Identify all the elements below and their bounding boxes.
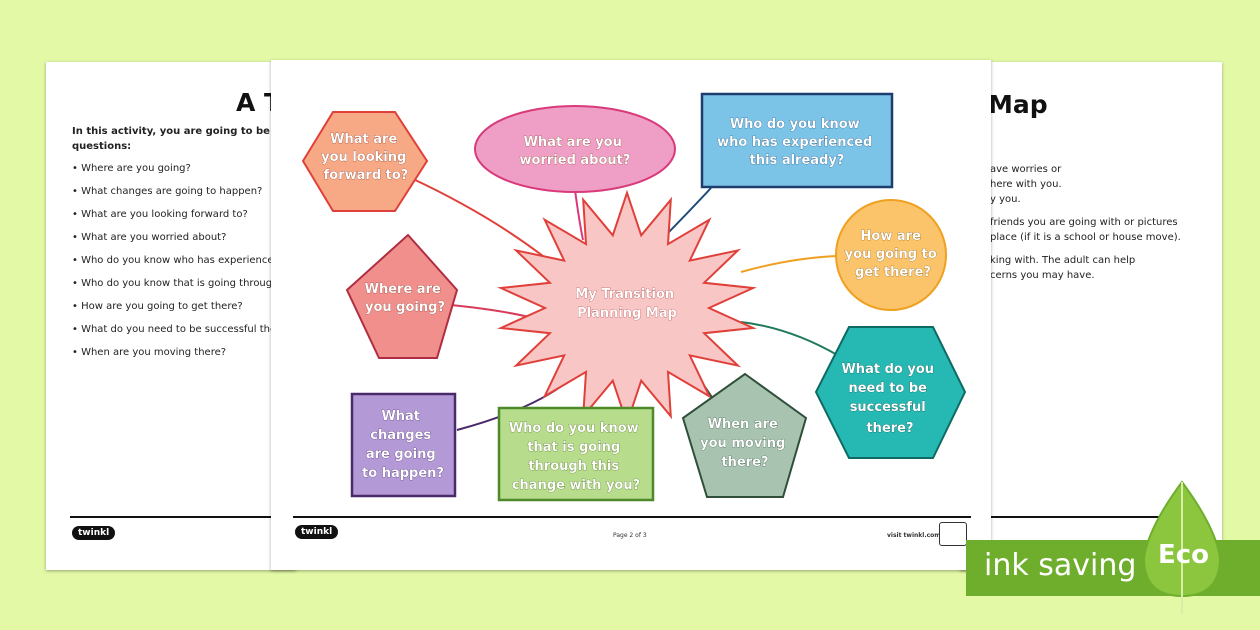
question-list: Where are you going? What changes are go… — [72, 162, 286, 369]
text-line: cerns you may have. — [990, 270, 1095, 281]
where-pentagon — [345, 233, 459, 359]
where-label: Where are you going? — [365, 282, 446, 315]
quality-badge-icon — [939, 522, 967, 546]
worried-label: What are you worried about? — [520, 135, 631, 168]
text-line: ave worries or — [990, 164, 1062, 175]
intro-text: In this activity, you are going to be ma… — [72, 126, 291, 152]
footer-divider — [70, 516, 296, 518]
visit-link[interactable]: visit twinkl.com — [887, 532, 941, 539]
connector-line — [450, 304, 534, 319]
connector-line — [740, 321, 840, 357]
spacer — [990, 245, 1181, 253]
going-through-label: Who do you know that is going through th… — [509, 421, 643, 493]
list-item: What changes are going to happen? — [72, 185, 286, 208]
spacer — [990, 207, 1181, 215]
successful-hexagon — [814, 326, 967, 459]
list-item: Who do you know that is going through — [72, 277, 286, 300]
connector-line — [574, 189, 584, 241]
experienced-box — [700, 92, 894, 189]
experienced-label: Who do you know who has experienced this… — [717, 117, 877, 168]
list-item: When are you moving there? — [72, 346, 286, 369]
when-label: When are you moving there? — [700, 417, 790, 470]
ink-saving-label: ink saving — [984, 548, 1137, 583]
text-line: place (if it is a school or house move). — [990, 232, 1181, 243]
sheet-title: Map — [988, 90, 1048, 119]
text-line: friends you are going with or pictures — [990, 217, 1178, 228]
instructions-text: ave worries or here with you. y you. fri… — [990, 162, 1181, 283]
planning-map-diagram: What are you looking forward to? What ar… — [301, 92, 967, 502]
page-number: Page 2 of 3 — [613, 532, 647, 539]
how-circle — [835, 199, 947, 311]
connector-line — [740, 255, 838, 273]
when-pentagon — [681, 372, 808, 498]
center-title: My Transition Planning Map — [575, 287, 678, 321]
how-label: How are you going to get there? — [845, 229, 942, 280]
back-sheet-left: A T In this activity, you are going to b… — [46, 62, 296, 570]
looking-forward-hexagon — [301, 111, 429, 212]
footer-divider — [293, 516, 971, 518]
text-line: y you. — [990, 194, 1021, 205]
successful-label: What do you need to be successful there? — [841, 362, 938, 436]
looking-forward-label: What are you looking forward to? — [321, 132, 411, 183]
going-through-box — [497, 406, 655, 502]
text-line: here with you. — [990, 179, 1062, 190]
twinkl-logo: twinkl — [295, 525, 339, 539]
footer-divider — [960, 516, 1200, 518]
list-item: Who do you know who has experienced — [72, 254, 286, 277]
changes-label: What changes are going to happen? — [362, 409, 444, 481]
list-item: Where are you going? — [72, 162, 286, 185]
text-line: king with. The adult can help — [990, 255, 1136, 266]
worried-ellipse — [474, 105, 676, 193]
leaf-icon — [1142, 480, 1222, 614]
twinkl-logo: twinkl — [72, 526, 116, 540]
eco-label: Eco — [1158, 540, 1210, 570]
list-item: What are you worried about? — [72, 231, 286, 254]
front-sheet-planning-map: What are you looking forward to? What ar… — [271, 60, 991, 570]
list-item: How are you going to get there? — [72, 300, 286, 323]
changes-box — [350, 392, 457, 498]
list-item: What are you looking forward to? — [72, 208, 286, 231]
list-item: What do you need to be successful there — [72, 323, 286, 346]
